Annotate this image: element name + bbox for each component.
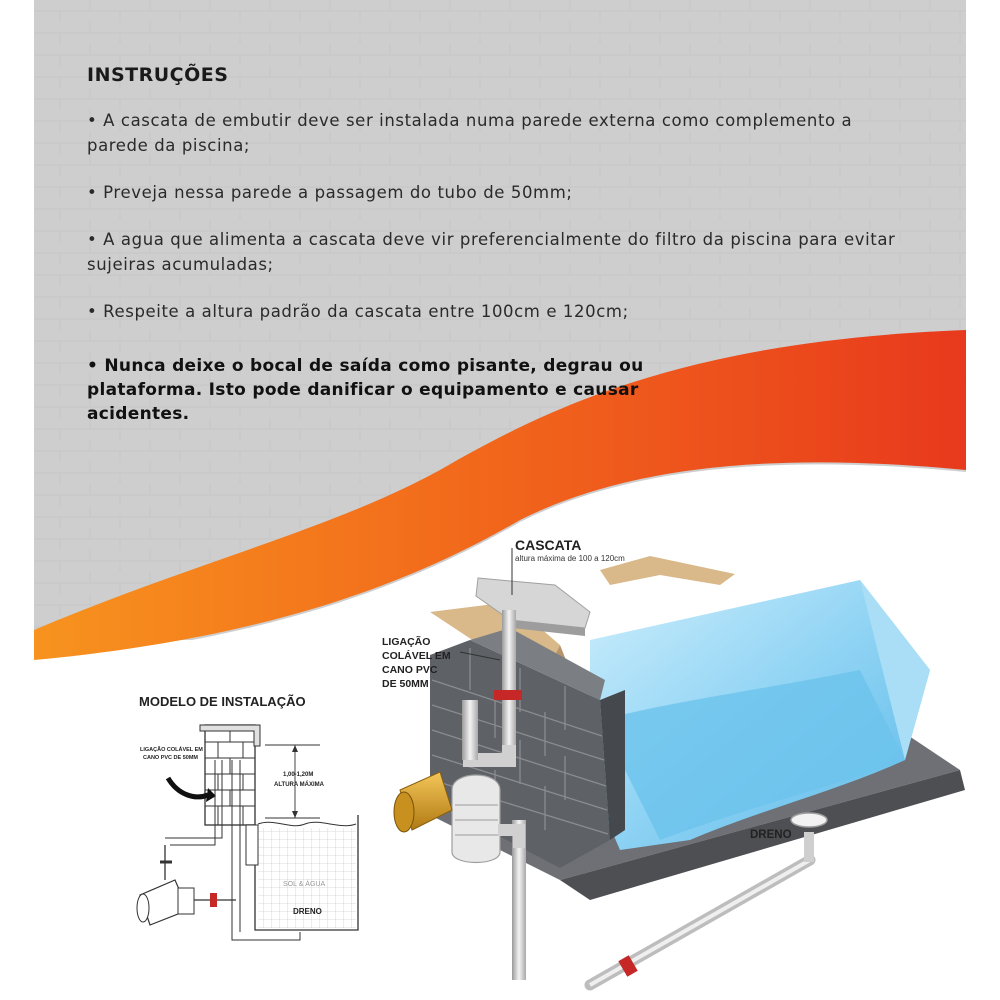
- cascata-pipe: [502, 610, 516, 750]
- left-margin: [0, 0, 34, 1000]
- drain-cover: [790, 812, 828, 828]
- ligacao-label-line4: DE 50MM: [382, 678, 429, 690]
- ligacao-label-line2: COLÁVEL EM: [382, 649, 451, 662]
- instructions-title: INSTRUÇÕES: [87, 64, 229, 86]
- install-height-line1: 1,00-1,20M: [283, 772, 313, 778]
- dreno-label: DRENO: [750, 829, 792, 841]
- ligacao-label-line1: LIGAÇÃO: [382, 635, 430, 648]
- filter-unit: [451, 774, 501, 863]
- cascata-height-label: altura máxima de 100 a 120cm: [515, 554, 625, 563]
- install-dreno-label: DRENO: [293, 907, 322, 916]
- installation-model-title: MODELO DE INSTALAÇÃO: [139, 694, 306, 709]
- right-margin: [966, 0, 1000, 1000]
- pool-coping: [600, 556, 735, 585]
- warning-text: • Nunca deixe o bocal de saída como pisa…: [87, 356, 644, 424]
- cascata-label: CASCATA: [515, 537, 581, 553]
- install-ligacao-line2: CANO PVC DE 50MM: [143, 755, 198, 761]
- instruction-item-3: • A agua que alimenta a cascata deve vir…: [87, 230, 896, 274]
- pool-diagram: CASCATA altura máxima de 100 a 120cm LIG…: [382, 537, 965, 991]
- instructions-section: INSTRUÇÕES • A cascata de embutir deve s…: [87, 64, 907, 448]
- install-watermark: SOL & ÁGUA: [283, 879, 325, 888]
- install-height-line2: ALTURA MÁXIMA: [274, 781, 325, 788]
- instruction-item-1: • A cascata de embutir deve ser instalad…: [87, 111, 853, 155]
- ligacao-label-line3: CANO PVC: [382, 664, 438, 676]
- instruction-item-4: • Respeite a altura padrão da cascata en…: [87, 302, 629, 321]
- instruction-item-2: • Preveja nessa parede a passagem do tub…: [87, 183, 573, 202]
- installation-model: MODELO DE INSTALAÇÃO 1,00-1,20M ALTURA M…: [136, 694, 359, 941]
- orange-wave: [34, 330, 966, 660]
- install-ligacao-line1: LIGAÇÃO COLÁVEL EM: [140, 746, 203, 753]
- callout-arrow: [165, 776, 209, 800]
